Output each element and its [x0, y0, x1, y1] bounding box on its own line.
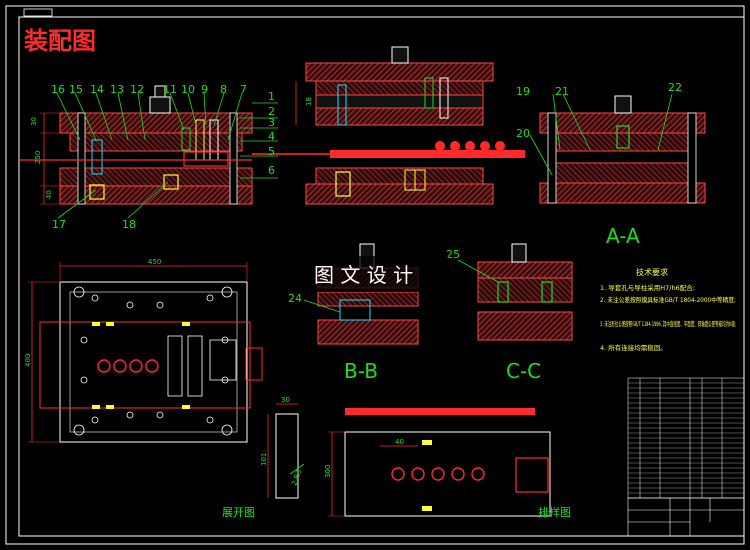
drawing-frame — [18, 16, 745, 537]
part-number: 14 — [90, 83, 104, 96]
part-number: 20 — [516, 127, 530, 140]
plan-view: 450 400 — [24, 258, 263, 443]
corner-stamp — [23, 8, 53, 17]
part-number: 13 — [110, 83, 124, 96]
part-number: 18 — [122, 218, 136, 231]
unfold-view: 30 101 2-R3 — [260, 396, 305, 499]
tech-item: 3. 未注形位公差按照GB/T 1184-1996, 其中直线度、平面度、同轴度… — [600, 319, 736, 328]
part-number: 11 — [163, 83, 177, 96]
label-unfold: 展开图 — [222, 506, 255, 519]
section-label-aa: A-A — [606, 224, 640, 248]
section-cc-view — [457, 243, 573, 341]
part-number: 22 — [668, 81, 682, 94]
section-label-cc: C-C — [506, 359, 541, 383]
dim-plan-width: 450 — [148, 258, 161, 266]
dim-unfold-tilt: 2-R3 — [290, 469, 303, 487]
part-numbers-front: 16 15 14 13 12 11 10 9 8 7 1 2 3 4 5 6 1… — [51, 83, 275, 231]
dim-front-3: 40 — [45, 190, 53, 199]
part-number: 21 — [555, 85, 569, 98]
tech-item: 1. 导套孔与导柱采用H7/h6配合; — [600, 283, 695, 292]
part-number: 12 — [130, 83, 144, 96]
lower-die-section — [305, 167, 494, 205]
strip-layout-view: 300 40 — [324, 408, 551, 517]
upper-die-section: 18 — [295, 46, 494, 126]
dim-unfold-top: 30 — [281, 396, 290, 404]
dim-strip-height: 300 — [324, 465, 332, 478]
part-number: 10 — [181, 83, 195, 96]
dim-top: 18 — [305, 97, 313, 106]
tech-item: 4. 所有连接均需稳固。 — [600, 343, 667, 352]
dim-unfold-mid: 101 — [260, 453, 268, 466]
front-section-view: 30 250 40 — [20, 85, 425, 205]
parts-table-rows — [628, 382, 744, 494]
part-number: 6 — [268, 164, 275, 177]
section-aa-view — [529, 93, 706, 204]
drawing-title: 装配图 — [24, 27, 96, 55]
section-label-bb: B-B — [344, 359, 378, 383]
part-numbers-aa: 19 21 22 20 — [516, 81, 682, 140]
part-number: 5 — [268, 145, 275, 158]
part-number: 19 — [516, 85, 530, 98]
part-number: 3 — [268, 116, 275, 129]
part-number: 2 — [268, 105, 275, 118]
dim-strip-pitch: 40 — [395, 438, 404, 446]
dim-front-1: 30 — [30, 117, 38, 126]
label-strip: 排样图 — [538, 505, 571, 519]
part-number: 24 — [288, 292, 302, 305]
tech-heading: 技术要求 — [636, 267, 668, 277]
part-number: 8 — [220, 83, 227, 96]
title-block — [627, 497, 745, 537]
leaders-front — [56, 92, 278, 219]
watermark: 图 文 设 计 — [314, 263, 413, 287]
part-number: 9 — [201, 83, 208, 96]
part-number: 17 — [52, 218, 66, 231]
watermark-plate — [302, 256, 448, 292]
part-number: 25 — [446, 248, 460, 261]
part-number: 16 — [51, 83, 65, 96]
part-number: 4 — [268, 130, 275, 143]
dim-front-2: 250 — [34, 151, 42, 164]
technical-requirements: 技术要求 1. 导套孔与导柱采用H7/h6配合; 2. 未注公差按照模具标准GB… — [600, 267, 736, 352]
part-number: 7 — [240, 83, 247, 96]
part-number: 15 — [69, 83, 83, 96]
part-number: 1 — [268, 90, 275, 103]
tech-item: 2. 未注公差按照模具标准GB/T 1804-2000中等精度; — [600, 295, 736, 304]
dim-plan-height: 400 — [24, 354, 32, 367]
strip-material — [330, 141, 525, 158]
